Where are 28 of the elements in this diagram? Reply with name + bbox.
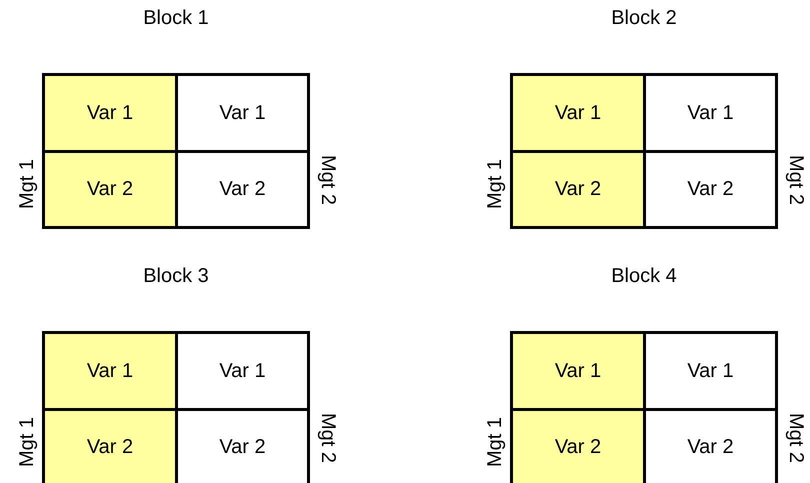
management-label: Mgt 1 <box>16 159 39 210</box>
block-title: Block 4 <box>611 265 677 288</box>
variable-cell: Var 2 <box>643 408 778 483</box>
management-label: Mgt 1 <box>16 417 39 468</box>
management-label: Mgt 2 <box>784 155 807 206</box>
variable-cell: Var 2 <box>175 408 310 483</box>
block-title: Block 1 <box>143 7 209 30</box>
management-label: Mgt 2 <box>784 413 807 464</box>
management-label: Mgt 2 <box>316 155 339 206</box>
variable-cell: Var 1 <box>510 331 643 408</box>
variable-cell: Var 1 <box>175 73 310 150</box>
variable-cell: Var 1 <box>643 331 778 408</box>
variable-cell: Var 1 <box>643 73 778 150</box>
block-title: Block 2 <box>611 7 677 30</box>
variable-cell: Var 1 <box>42 331 175 408</box>
variable-cell: Var 1 <box>42 73 175 150</box>
variable-cell: Var 1 <box>175 331 310 408</box>
variable-cell: Var 2 <box>643 150 778 229</box>
variable-cell: Var 1 <box>510 73 643 150</box>
variable-cell: Var 2 <box>510 408 643 483</box>
variable-cell: Var 2 <box>42 150 175 229</box>
variable-cell: Var 2 <box>510 150 643 229</box>
management-label: Mgt 2 <box>316 413 339 464</box>
block-title: Block 3 <box>143 265 209 288</box>
variable-cell: Var 2 <box>175 150 310 229</box>
management-label: Mgt 1 <box>484 159 507 210</box>
variable-cell: Var 2 <box>42 408 175 483</box>
management-label: Mgt 1 <box>484 417 507 468</box>
